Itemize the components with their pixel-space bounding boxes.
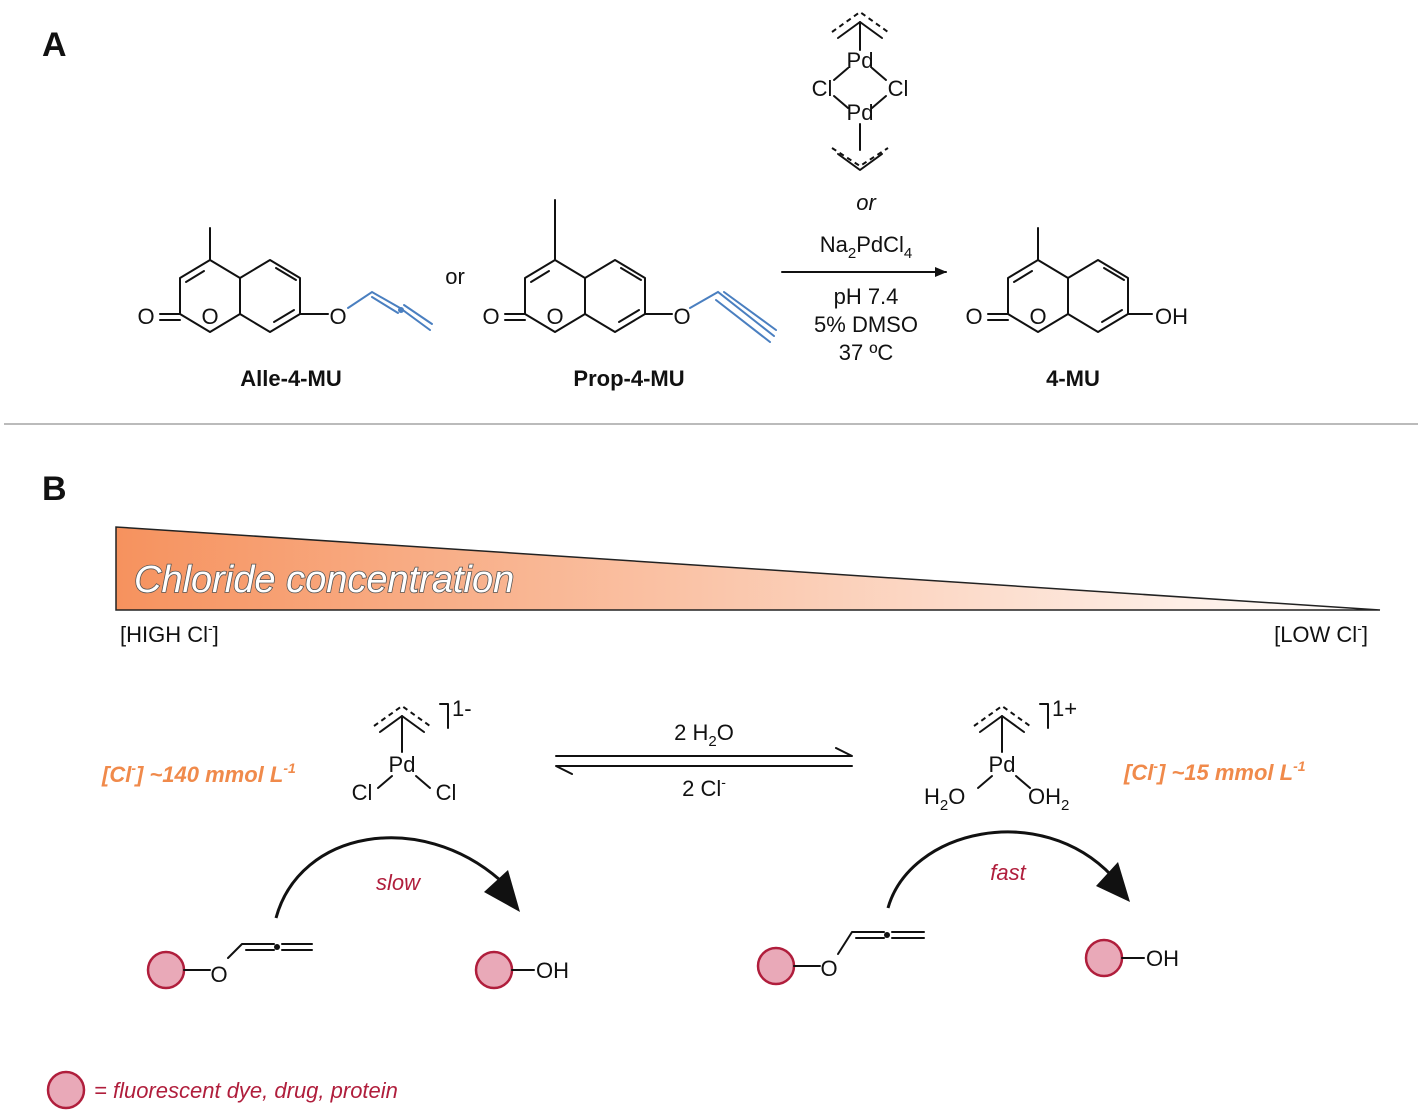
condition-dmso: 5% DMSO [814, 312, 918, 337]
fast-label: fast [990, 860, 1026, 885]
ring-oxygen: O [201, 304, 218, 329]
substrate-right: O [756, 931, 925, 986]
cargo-circle [1084, 938, 1124, 978]
carbonyl-oxygen: O [965, 304, 982, 329]
hydroxyl-group: OH [1155, 304, 1188, 329]
pd-atom: Pd [389, 752, 416, 777]
ring-oxygen: O [546, 304, 563, 329]
left-complex-charge: 1- [452, 696, 472, 721]
4-mu-structure: O O OH [965, 227, 1188, 333]
legend-text: = fluorescent dye, drug, protein [94, 1078, 398, 1103]
right-complex-charge: 1+ [1052, 696, 1077, 721]
ring-oxygen: O [1029, 304, 1046, 329]
product-left: OH [474, 950, 569, 990]
panel-b-label: B [42, 470, 67, 508]
ether-oxygen: O [210, 962, 227, 987]
slow-label: slow [376, 870, 422, 895]
low-chloride-label: [LOW Cl-] [1274, 620, 1368, 647]
high-chloride-label: [HIGH Cl-] [120, 620, 219, 647]
fast-curved-arrow [886, 830, 1114, 909]
cl-ligand-right: Cl [436, 780, 457, 805]
cl-atom-right: Cl [888, 76, 909, 101]
cargo-circle [756, 946, 796, 986]
aqua-ligand-left: H2O [924, 784, 965, 814]
reverse-reagent: 2 Cl- [682, 774, 726, 801]
cl-ligand-left: Cl [352, 780, 373, 805]
catalyst-sodium-tetrachloropalladate: Na2PdCl4 [820, 232, 913, 262]
slow-arrowhead [484, 870, 520, 912]
substrate-left: O [146, 943, 313, 990]
chloride-gradient-wedge [115, 526, 1381, 611]
carbonyl-oxygen: O [482, 304, 499, 329]
reactant1-name: Alle-4-MU [240, 366, 341, 391]
carbonyl-oxygen: O [137, 304, 154, 329]
ether-oxygen: O [820, 956, 837, 981]
left-chloride-concentration: [Cl-] ~140 mmol L-1 [101, 760, 296, 787]
aqua-complex-right: Pd H2O OH2 1+ [924, 696, 1077, 814]
ether-oxygen: O [673, 304, 690, 329]
gradient-title: Chloride concentration [134, 559, 514, 601]
hydroxyl-group: OH [1146, 946, 1179, 971]
prop-4-mu-structure: O O O [482, 199, 777, 343]
pd-atom-bottom: Pd [847, 100, 874, 125]
catalyst-or: or [856, 190, 877, 215]
hydroxyl-group: OH [536, 958, 569, 983]
condition-temperature: 37 ºC [839, 340, 894, 365]
condition-ph: pH 7.4 [834, 284, 899, 309]
right-chloride-concentration: [Cl-] ~15 mmol L-1 [1123, 758, 1306, 785]
fast-arrowhead [1096, 862, 1130, 902]
product-name: 4-MU [1046, 366, 1100, 391]
equilibrium-reverse-arrow [555, 765, 853, 775]
cl-atom-left: Cl [812, 76, 833, 101]
pd-atom: Pd [989, 752, 1016, 777]
pd-atom-top: Pd [847, 48, 874, 73]
reactant2-name: Prop-4-MU [573, 366, 684, 391]
allyl-palladium-chloride-dimer: Pd Cl Cl Pd [812, 10, 909, 171]
panel-a-label: A [42, 26, 67, 64]
equilibrium-forward-arrow [555, 747, 853, 757]
slow-curved-arrow [274, 836, 501, 919]
cargo-circle [146, 950, 186, 990]
tetrachloro-complex-left: Pd Cl Cl 1- [352, 696, 472, 805]
forward-reagent: 2 H2O [674, 720, 734, 750]
alle-4-mu-structure: O O O [137, 227, 433, 333]
legend-cargo-circle [46, 1070, 86, 1110]
product-right: OH [1084, 938, 1179, 978]
or-between-reactants: or [445, 264, 465, 289]
cargo-circle [474, 950, 514, 990]
aqua-ligand-right: OH2 [1028, 784, 1069, 814]
ether-oxygen: O [329, 304, 346, 329]
